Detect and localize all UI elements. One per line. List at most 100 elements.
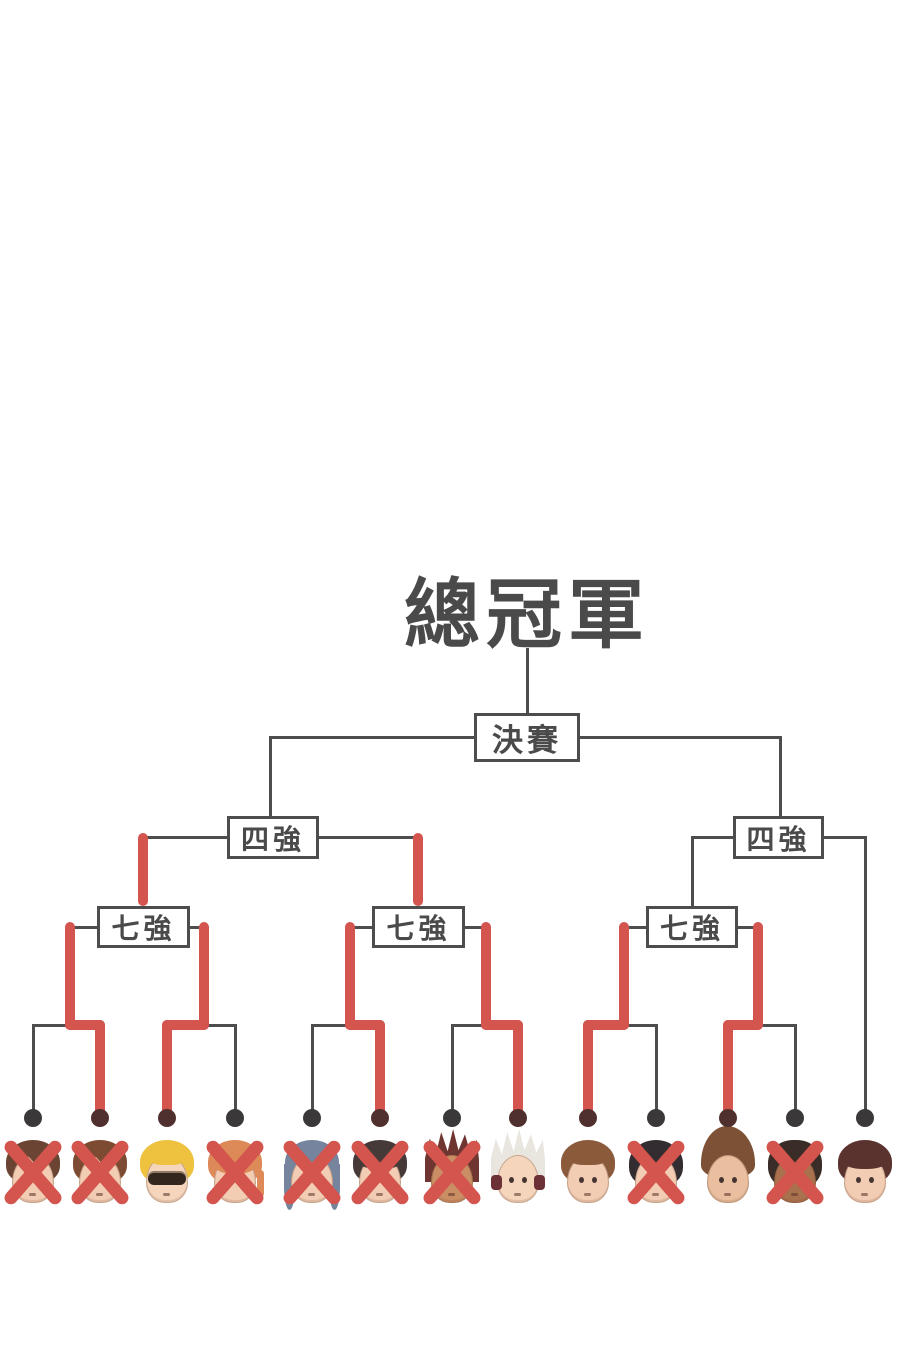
winner-path-line bbox=[753, 922, 763, 1030]
contestant-avatar-4 bbox=[203, 1136, 267, 1206]
endpoint-dot bbox=[371, 1109, 389, 1127]
endpoint-dot bbox=[647, 1109, 665, 1127]
final-left-connector-line bbox=[268, 735, 476, 739]
winner-path-line bbox=[583, 1020, 593, 1122]
avatar-mouth bbox=[861, 1193, 868, 1196]
avatar-mouth bbox=[514, 1193, 521, 1196]
avatar-mouth bbox=[584, 1193, 591, 1196]
quarterfinal-center-box-label: 七強 bbox=[386, 913, 451, 944]
contestant-avatar-6 bbox=[348, 1136, 412, 1206]
winner-path-line bbox=[345, 1020, 385, 1030]
loser-line bbox=[31, 1023, 35, 1120]
quarterfinal-winner-stem-line bbox=[413, 833, 423, 906]
endpoint-dot bbox=[786, 1109, 804, 1127]
pair-connector-line bbox=[348, 925, 374, 929]
avatar-eye bbox=[732, 1177, 737, 1183]
winner-path-line bbox=[723, 1020, 763, 1030]
avatar-eye bbox=[856, 1177, 861, 1183]
endpoint-dot bbox=[579, 1109, 597, 1127]
final-right-connector-line bbox=[778, 735, 782, 818]
quarterfinal-center-box: 七強 bbox=[372, 906, 465, 948]
avatar-eye bbox=[509, 1177, 514, 1183]
loser-line bbox=[450, 1023, 454, 1120]
endpoint-dot bbox=[158, 1109, 176, 1127]
avatar-eye bbox=[869, 1177, 874, 1183]
winner-path-line bbox=[345, 922, 355, 1030]
semifinal-left-connector-line bbox=[317, 835, 420, 839]
avatar-mouth bbox=[724, 1193, 731, 1196]
semifinal-left-box: 四強 bbox=[227, 816, 319, 859]
winner-path-line bbox=[481, 922, 491, 1030]
eliminated-x-icon bbox=[199, 1136, 271, 1208]
final-box-label: 決賽 bbox=[492, 723, 562, 758]
contestant-avatar-9 bbox=[556, 1136, 620, 1206]
pair-connector-line bbox=[463, 925, 488, 929]
endpoint-dot bbox=[24, 1109, 42, 1127]
contestant-avatar-1 bbox=[1, 1136, 65, 1206]
quarterfinal-right-box-label: 七強 bbox=[659, 913, 724, 944]
endpoint-dot bbox=[856, 1109, 874, 1127]
endpoint-dot bbox=[226, 1109, 244, 1127]
eliminated-x-icon bbox=[344, 1136, 416, 1208]
final-left-connector-line bbox=[268, 735, 272, 818]
loser-line bbox=[793, 1023, 797, 1120]
contestant-avatar-12 bbox=[763, 1136, 827, 1206]
eliminated-x-icon bbox=[64, 1136, 136, 1208]
pair-connector-line bbox=[622, 925, 648, 929]
semifinal-right-connector-line bbox=[690, 835, 735, 839]
champion-title: 總冠軍 bbox=[404, 573, 650, 658]
quarterfinal-left-box-label: 七強 bbox=[111, 913, 176, 944]
semifinal-right-connector-line bbox=[822, 835, 867, 839]
winner-path-line bbox=[162, 1020, 172, 1122]
quarterfinal-right-box: 七強 bbox=[646, 906, 738, 948]
winner-path-line bbox=[723, 1020, 733, 1122]
endpoint-dot bbox=[91, 1109, 109, 1127]
final-box: 決賽 bbox=[474, 713, 580, 762]
avatar-fringe bbox=[145, 1143, 189, 1165]
avatar-fringe bbox=[843, 1143, 887, 1169]
semifinal-left-connector-line bbox=[141, 835, 229, 839]
contestant-avatar-10 bbox=[624, 1136, 688, 1206]
semifinal-right-box: 四強 bbox=[733, 816, 824, 859]
semifinal-left-box-label: 四強 bbox=[240, 823, 305, 855]
avatar-eye bbox=[522, 1177, 527, 1183]
winner-path-line bbox=[513, 1020, 523, 1122]
eliminated-x-icon bbox=[759, 1136, 831, 1208]
winner-path-line bbox=[95, 1020, 105, 1122]
final-stem-line bbox=[525, 647, 529, 715]
contestant-avatar-5 bbox=[280, 1136, 344, 1210]
pair-bar-line bbox=[310, 1023, 352, 1027]
pair-bar-line bbox=[202, 1023, 237, 1027]
quarterfinal-left-box: 七強 bbox=[97, 906, 190, 948]
sunglasses-icon bbox=[148, 1173, 186, 1185]
pair-bar-line bbox=[756, 1023, 797, 1027]
bye-line bbox=[863, 835, 867, 1120]
winner-path-line bbox=[162, 1020, 209, 1030]
pair-bar-line bbox=[31, 1023, 72, 1027]
eliminated-x-icon bbox=[620, 1136, 692, 1208]
winner-path-line bbox=[65, 922, 75, 1030]
winner-path-line bbox=[375, 1020, 385, 1122]
contestant-avatar-3 bbox=[135, 1136, 199, 1206]
endpoint-dot bbox=[443, 1109, 461, 1127]
final-right-connector-line bbox=[578, 735, 782, 739]
avatar-eye bbox=[579, 1177, 584, 1183]
eliminated-x-icon bbox=[276, 1136, 348, 1208]
contestant-avatar-2 bbox=[68, 1136, 132, 1206]
quarterfinal-right-stem-line bbox=[690, 835, 694, 908]
pair-bar-line bbox=[622, 1023, 658, 1027]
winner-path-line bbox=[619, 922, 629, 1030]
loser-line bbox=[310, 1023, 314, 1120]
pair-connector-line bbox=[736, 925, 760, 929]
endpoint-dot bbox=[509, 1109, 527, 1127]
pair-connector-line bbox=[68, 925, 99, 929]
pair-bar-line bbox=[450, 1023, 488, 1027]
contestant-avatar-7 bbox=[420, 1129, 484, 1206]
endpoint-dot bbox=[303, 1109, 321, 1127]
winner-path-line bbox=[583, 1020, 629, 1030]
avatar-eye bbox=[592, 1177, 597, 1183]
eliminated-x-icon bbox=[416, 1136, 488, 1208]
loser-line bbox=[233, 1023, 237, 1120]
endpoint-dot bbox=[719, 1109, 737, 1127]
